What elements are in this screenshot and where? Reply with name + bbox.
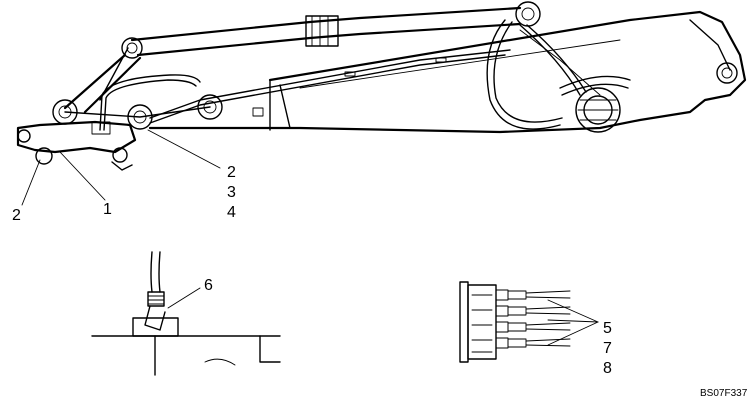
callout-4: 4 [227, 204, 236, 221]
detail-hose-fitting [91, 251, 281, 376]
bucket-linkage [52, 47, 223, 130]
callout-3: 3 [227, 184, 236, 201]
callout-5: 5 [603, 320, 612, 337]
quick-coupler [16, 120, 137, 171]
callout-7: 7 [603, 340, 612, 357]
callout-2-left: 2 [12, 207, 21, 224]
leader-lines-top [21, 129, 221, 206]
figure-code: BS07F337 [700, 388, 748, 399]
manifold-fittings [495, 289, 527, 349]
callout-2-right: 2 [227, 164, 236, 181]
hydraulic-hoses [99, 19, 631, 131]
callout-6: 6 [204, 277, 213, 294]
callout-1: 1 [103, 201, 112, 218]
boom-pivot-hub [575, 87, 621, 133]
callout-8: 8 [603, 360, 612, 377]
bucket-cylinder [121, 1, 541, 59]
detail-hose-manifold [459, 281, 599, 363]
callout-labels: 1 2 2 3 4 6 5 7 8 [12, 164, 612, 377]
